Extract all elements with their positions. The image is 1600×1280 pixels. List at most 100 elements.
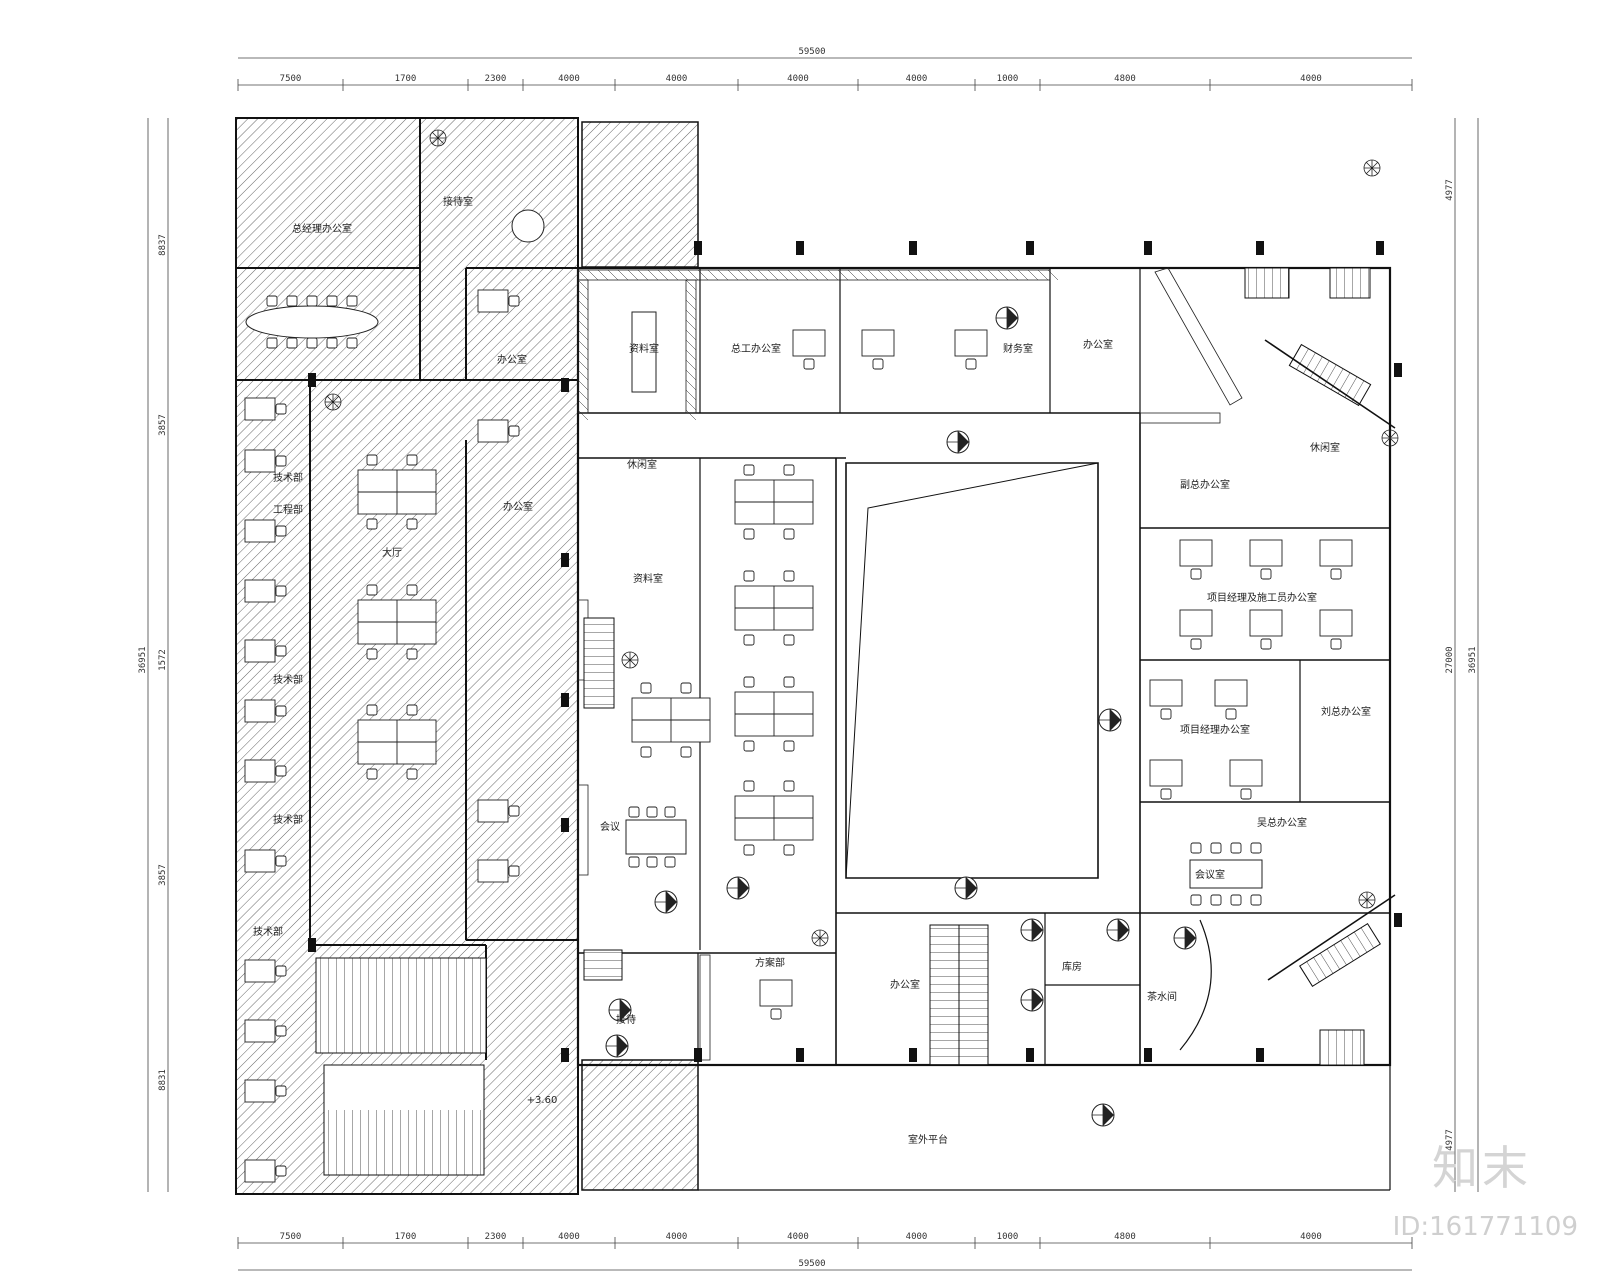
- chair: [406, 518, 418, 530]
- desk: [1179, 609, 1213, 637]
- room-label-office-e: 办公室: [890, 978, 920, 991]
- desk: [1249, 539, 1283, 567]
- room-label-storage: 库房: [1062, 960, 1082, 973]
- truss-brace: [987, 269, 999, 281]
- truss-brace: [967, 269, 979, 281]
- dimension-segment-label: 1700: [395, 1232, 417, 1242]
- truss-brace: [685, 399, 697, 411]
- desk: [244, 449, 276, 473]
- chair: [275, 705, 287, 717]
- chair: [783, 528, 795, 540]
- chair: [1330, 568, 1342, 580]
- dimension-segment-label: 4000: [906, 74, 928, 84]
- section-marker: [954, 876, 978, 900]
- plant: [1363, 159, 1381, 177]
- chair: [743, 464, 755, 476]
- chair: [783, 844, 795, 856]
- column: [1394, 913, 1402, 927]
- chair: [1160, 788, 1172, 800]
- room-label-office-b: 办公室: [1083, 338, 1113, 351]
- truss-brace: [577, 309, 589, 321]
- column: [1144, 241, 1152, 255]
- chair: [366, 518, 378, 530]
- truss-brace: [637, 269, 649, 281]
- chair: [275, 1165, 287, 1177]
- chair: [286, 295, 298, 307]
- left-dimension-5: 8831: [158, 1069, 168, 1091]
- desk: [477, 799, 509, 823]
- truss-brace: [797, 269, 809, 281]
- dimension-segment-label: 4000: [787, 1232, 809, 1242]
- truss-brace: [827, 269, 839, 281]
- left-dimension-4: 3857: [158, 864, 168, 886]
- desk: [792, 329, 826, 357]
- truss-brace: [657, 269, 669, 281]
- column: [909, 1048, 917, 1062]
- chair: [326, 337, 338, 349]
- truss-brace: [1037, 269, 1049, 281]
- truss-brace: [607, 269, 619, 281]
- truss-brace: [685, 319, 697, 331]
- truss-brace: [847, 269, 859, 281]
- truss-brace: [697, 269, 709, 281]
- desk: [759, 979, 793, 1007]
- right-inner-dimension: 27000: [1445, 646, 1455, 673]
- truss-brace: [977, 269, 989, 281]
- chair: [366, 768, 378, 780]
- desk: [477, 859, 509, 883]
- truss-brace: [997, 269, 1009, 281]
- desk: [244, 759, 276, 783]
- room-label-meeting-room: 会议室: [1195, 868, 1225, 881]
- truss-brace: [747, 269, 759, 281]
- room-label-general-office: 总工办公室: [731, 342, 781, 355]
- chair: [1250, 842, 1262, 854]
- truss-brace: [917, 269, 929, 281]
- desk: [1149, 759, 1183, 787]
- column: [308, 373, 316, 387]
- chair: [1210, 894, 1222, 906]
- column: [561, 1048, 569, 1062]
- chair: [743, 676, 755, 688]
- truss-brace: [685, 379, 697, 391]
- dimension-segment-label: 7500: [280, 1232, 302, 1242]
- chair: [783, 570, 795, 582]
- chair: [965, 358, 977, 370]
- desk: [861, 329, 895, 357]
- chair: [872, 358, 884, 370]
- truss-brace: [685, 409, 697, 421]
- dimension-segment-label: 4000: [1300, 1232, 1322, 1242]
- right-top-dimension: 4977: [1445, 179, 1455, 201]
- workstations: [244, 289, 1353, 1183]
- chair: [275, 765, 287, 777]
- room-label-dept-1: 技术部: [273, 471, 303, 484]
- desk: [1214, 679, 1248, 707]
- section-marker: [1091, 1103, 1115, 1127]
- truss-brace: [677, 269, 689, 281]
- room-label-vice-office: 副总办公室: [1180, 478, 1230, 491]
- truss-brace: [685, 359, 697, 371]
- chair: [1210, 842, 1222, 854]
- section-marker: [995, 306, 1019, 330]
- chair: [1240, 788, 1252, 800]
- truss-brace: [807, 269, 819, 281]
- chair: [1190, 638, 1202, 650]
- room-label-dept-5: 技术部: [253, 925, 283, 938]
- column: [561, 818, 569, 832]
- watermark-id: ID:161771109: [1392, 1212, 1578, 1242]
- chair: [1230, 842, 1242, 854]
- truss-brace: [667, 269, 679, 281]
- overall-dimension-bottom: 59500: [798, 1259, 825, 1269]
- truss-brace: [685, 329, 697, 341]
- column: [909, 241, 917, 255]
- structural-columns: [308, 241, 1402, 1062]
- dimension-segment-label: 4000: [558, 74, 580, 84]
- section-marker: [726, 876, 750, 900]
- truss-brace: [717, 269, 729, 281]
- chair: [275, 403, 287, 415]
- room-label-dept-3: 技术部: [273, 673, 303, 686]
- truss-brace: [857, 269, 869, 281]
- chair: [803, 358, 815, 370]
- desk: [477, 289, 509, 313]
- elevation-label: +3.60: [527, 1095, 558, 1106]
- truss-brace: [685, 279, 697, 291]
